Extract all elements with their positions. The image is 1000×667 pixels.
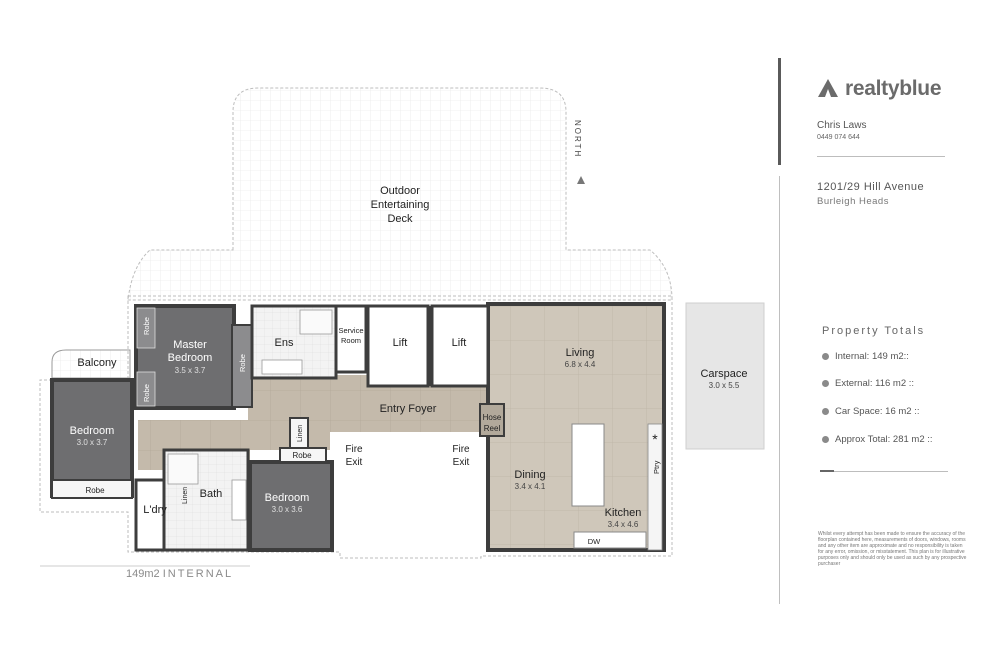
disclaimer-text: Whilst every attempt has been made to en… bbox=[818, 531, 967, 567]
bedroom-1-label: Bedroom bbox=[70, 425, 115, 437]
dining-label: Dining bbox=[514, 469, 545, 481]
ensuite-shower bbox=[299, 309, 333, 335]
address-line-2: Burleigh Heads bbox=[817, 196, 889, 207]
property-total-carspace-text: Car Space: 16 m2 :: bbox=[835, 406, 920, 417]
carspace-label: Carspace bbox=[700, 368, 747, 380]
hose-reel-box bbox=[479, 403, 505, 437]
brand-name: realtyblue bbox=[845, 77, 942, 100]
svg-text:Deck: Deck bbox=[387, 213, 413, 225]
master-robe-top-label: Robe bbox=[142, 317, 151, 335]
internal-area-number: 149m2 bbox=[126, 568, 160, 580]
corridor-linen bbox=[289, 417, 309, 449]
bedroom-1-robe bbox=[51, 479, 133, 499]
pantry-label: Ptry bbox=[652, 460, 661, 474]
divider-line-bottom bbox=[779, 176, 780, 604]
lift-2-area bbox=[430, 304, 490, 388]
svg-text:Outdoor: Outdoor bbox=[380, 185, 420, 197]
laundry-label: L'dry bbox=[143, 504, 167, 516]
totals-divider bbox=[820, 471, 948, 472]
bedroom-1-robe-label: Robe bbox=[85, 486, 105, 495]
entry-foyer-label: Entry Foyer bbox=[380, 403, 437, 415]
fire-exit-1-label-2: Exit bbox=[346, 457, 363, 468]
totals-divider-accent bbox=[820, 470, 834, 472]
agent-phone: 0449 074 644 bbox=[817, 134, 860, 141]
bullet-dot-icon bbox=[822, 408, 829, 415]
lift-1-label: Lift bbox=[393, 337, 408, 349]
property-total-carspace: Car Space: 16 m2 :: bbox=[822, 406, 919, 417]
bullet-dot-icon bbox=[822, 380, 829, 387]
internal-area-word: INTERNAL bbox=[163, 568, 233, 580]
service-room-label-2: Room bbox=[341, 336, 361, 345]
lift-2-label: Lift bbox=[452, 337, 467, 349]
agent-name: Chris Laws bbox=[817, 120, 867, 131]
master-bedroom-label-2: Bedroom bbox=[168, 352, 213, 364]
linen-2-label: Linen bbox=[297, 425, 304, 442]
kitchen-side-bench bbox=[647, 423, 663, 551]
kitchen-label: Kitchen bbox=[605, 507, 642, 519]
kitchen-bench bbox=[573, 531, 647, 549]
fire-exit-2-label-2: Exit bbox=[453, 457, 470, 468]
svg-text:149m2 INTERNAL: 149m2 INTERNAL bbox=[126, 568, 233, 580]
deck-label-3: Deck bbox=[387, 213, 413, 225]
divider-line-top bbox=[778, 58, 781, 165]
master-robe-right-label: Robe bbox=[238, 354, 247, 372]
fire-exit-2-label-1: Fire bbox=[452, 444, 470, 455]
outdoor-deck-area bbox=[127, 87, 673, 301]
dining-dim: 3.4 x 4.1 bbox=[515, 482, 546, 491]
north-label: NORTH bbox=[573, 120, 582, 158]
dishwasher-label: DW bbox=[588, 537, 601, 546]
balcony-label: Balcony bbox=[77, 357, 117, 369]
north-arrow-icon bbox=[577, 176, 585, 184]
house-roof-icon bbox=[818, 79, 838, 97]
svg-text:Entertaining: Entertaining bbox=[371, 199, 430, 211]
bullet-dot-icon bbox=[822, 436, 829, 443]
fridge-symbol: * bbox=[652, 431, 658, 447]
property-totals-title: Property Totals bbox=[822, 325, 926, 337]
carspace-dim: 3.0 x 5.5 bbox=[709, 381, 740, 390]
master-robe-bottom bbox=[136, 371, 156, 407]
bath-label: Bath bbox=[200, 488, 223, 500]
master-robe-top bbox=[136, 307, 156, 349]
bedroom-2-label: Bedroom bbox=[265, 492, 310, 504]
header-underline bbox=[817, 156, 945, 157]
property-total-external-text: External: 116 m2 :: bbox=[835, 378, 915, 389]
carspace-area bbox=[685, 302, 765, 450]
brand-logo: realtyblue bbox=[817, 77, 942, 101]
entry-foyer-floor bbox=[138, 375, 490, 470]
property-total-approx: Approx Total: 281 m2 :: bbox=[822, 434, 933, 445]
bathroom-vanity bbox=[231, 479, 247, 521]
ensuite-vanity bbox=[261, 359, 303, 375]
deck-label-2: Entertaining bbox=[371, 199, 430, 211]
service-room-label-1: Service bbox=[338, 326, 363, 335]
hose-reel-label-2: Reel bbox=[484, 424, 501, 433]
master-bedroom-label-1: Master bbox=[173, 339, 207, 351]
property-total-external: External: 116 m2 :: bbox=[822, 378, 914, 389]
ens-label: Ens bbox=[275, 337, 294, 349]
hose-reel-label-1: Hose bbox=[483, 413, 502, 422]
lift-1-area bbox=[366, 304, 430, 388]
property-total-approx-text: Approx Total: 281 m2 :: bbox=[835, 434, 933, 445]
master-robe-bottom-label: Robe bbox=[142, 384, 151, 402]
living-label: Living bbox=[566, 347, 595, 359]
property-total-internal: Internal: 149 m2:: bbox=[822, 351, 909, 362]
bedroom-2-dim: 3.0 x 3.6 bbox=[272, 505, 303, 514]
bedroom-2-robe-label: Robe bbox=[292, 451, 312, 460]
linen-1-label: Linen bbox=[182, 487, 189, 504]
kitchen-island bbox=[571, 423, 605, 507]
external-boundary bbox=[39, 295, 673, 559]
bedroom-1-dim: 3.0 x 3.7 bbox=[77, 438, 108, 447]
laundry-area bbox=[134, 478, 166, 552]
bathroom-shower bbox=[167, 453, 199, 485]
kitchen-dim: 3.4 x 4.6 bbox=[608, 520, 639, 529]
address-line-1: 1201/29 Hill Avenue bbox=[817, 181, 925, 193]
master-bedroom-dim: 3.5 x 3.7 bbox=[175, 366, 206, 375]
bullet-dot-icon bbox=[822, 353, 829, 360]
service-room-area bbox=[334, 304, 368, 374]
balcony-area bbox=[51, 349, 131, 379]
fire-exit-1-label-1: Fire bbox=[345, 444, 363, 455]
living-dim: 6.8 x 4.4 bbox=[565, 360, 596, 369]
property-total-internal-text: Internal: 149 m2:: bbox=[835, 351, 909, 362]
deck-label-1: Outdoor bbox=[380, 185, 420, 197]
